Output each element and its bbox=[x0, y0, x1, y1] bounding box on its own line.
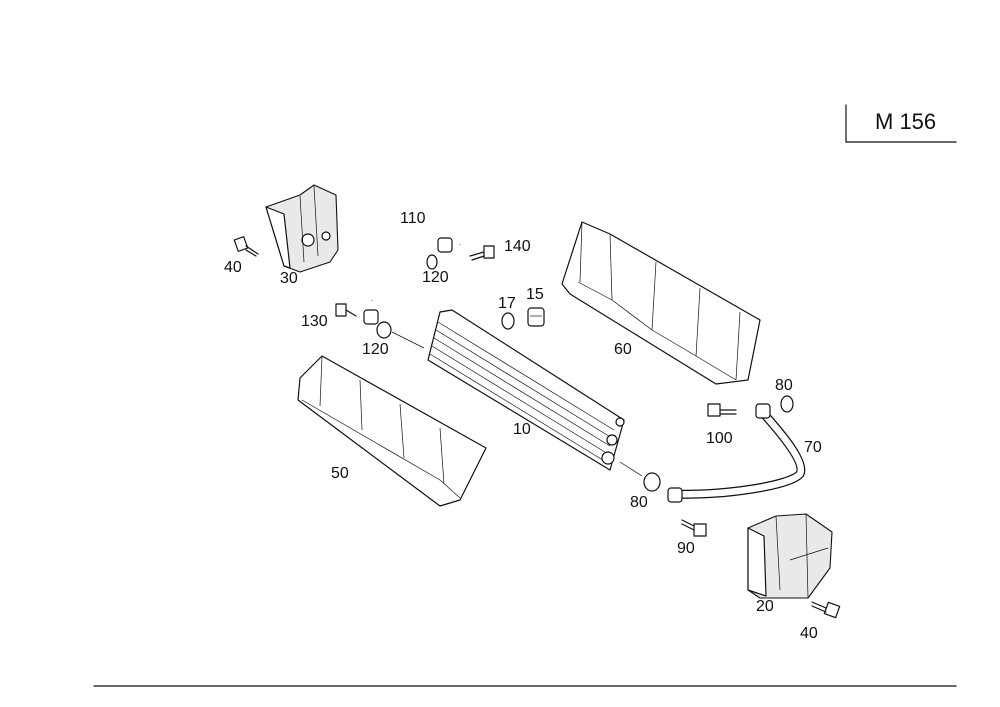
callout-labels: 10 15 17 20 30 40 40 50 60 70 80 80 90 1… bbox=[224, 210, 822, 642]
part-120-ring-upper bbox=[426, 254, 438, 270]
part-80-ring-right bbox=[780, 395, 794, 413]
callout-130: 130 bbox=[301, 313, 328, 330]
callout-140: 140 bbox=[504, 238, 531, 255]
engine-code-box: M 156 bbox=[845, 104, 957, 143]
callout-100: 100 bbox=[706, 430, 733, 447]
callout-80-left: 80 bbox=[630, 494, 648, 511]
part-20-bracket bbox=[747, 513, 833, 599]
callout-10: 10 bbox=[513, 421, 531, 438]
part-30-bracket bbox=[265, 184, 339, 273]
callout-120-lower: 120 bbox=[362, 341, 389, 358]
part-40-bolt-upper bbox=[233, 236, 259, 257]
part-15-plug bbox=[527, 307, 545, 327]
part-60-shroud-upper bbox=[561, 221, 761, 385]
part-50-shroud-lower bbox=[297, 355, 487, 507]
callout-70: 70 bbox=[804, 439, 822, 456]
callout-90: 90 bbox=[677, 540, 695, 557]
callout-80-right: 80 bbox=[775, 377, 793, 394]
part-70-hose bbox=[667, 403, 806, 503]
part-10-oil-cooler bbox=[427, 309, 625, 471]
callout-110: 110 bbox=[400, 210, 426, 227]
callout-60: 60 bbox=[614, 341, 632, 358]
part-140-bolt bbox=[469, 245, 495, 261]
part-110-hose bbox=[363, 226, 464, 325]
callout-17: 17 bbox=[498, 295, 516, 312]
part-120-ring-lower bbox=[376, 321, 392, 339]
part-90-bolt bbox=[681, 519, 707, 537]
callout-40-upper: 40 bbox=[224, 259, 242, 276]
part-17-washer bbox=[501, 312, 515, 330]
callout-15: 15 bbox=[526, 286, 544, 303]
callout-20: 20 bbox=[756, 598, 774, 615]
part-40-bolt-lower bbox=[811, 601, 841, 619]
part-130-bolt bbox=[335, 303, 357, 317]
part-80-ring-left bbox=[643, 472, 661, 492]
engine-code: M 156 bbox=[875, 109, 936, 134]
callout-30: 30 bbox=[280, 270, 298, 287]
callout-120-upper: 120 bbox=[422, 269, 449, 286]
part-100-bolt bbox=[707, 403, 737, 417]
callout-40-lower: 40 bbox=[800, 625, 818, 642]
callout-50: 50 bbox=[331, 465, 349, 482]
